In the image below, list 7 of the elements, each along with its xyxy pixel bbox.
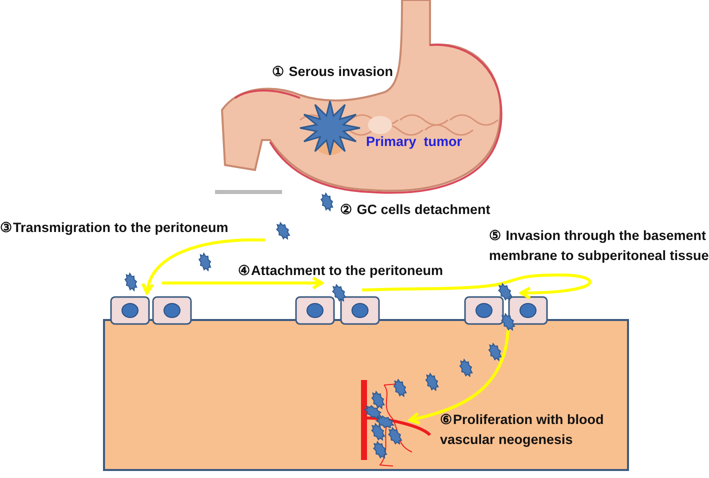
step-label: ③Transmigration to the peritoneum xyxy=(0,219,228,237)
step-label: ② GC cells detachment xyxy=(340,201,490,219)
step-label: ⑤ Invasion through the basement membrane to subperitoneal tissue xyxy=(489,227,709,265)
step-label: ① Serous invasion xyxy=(272,63,394,81)
step-label: ⑥Proliferation with blood vascular neogenesis xyxy=(440,411,605,449)
step-label: ④Attachment to the peritoneum xyxy=(238,262,444,280)
tumor-label: Primary tumor xyxy=(366,133,462,151)
